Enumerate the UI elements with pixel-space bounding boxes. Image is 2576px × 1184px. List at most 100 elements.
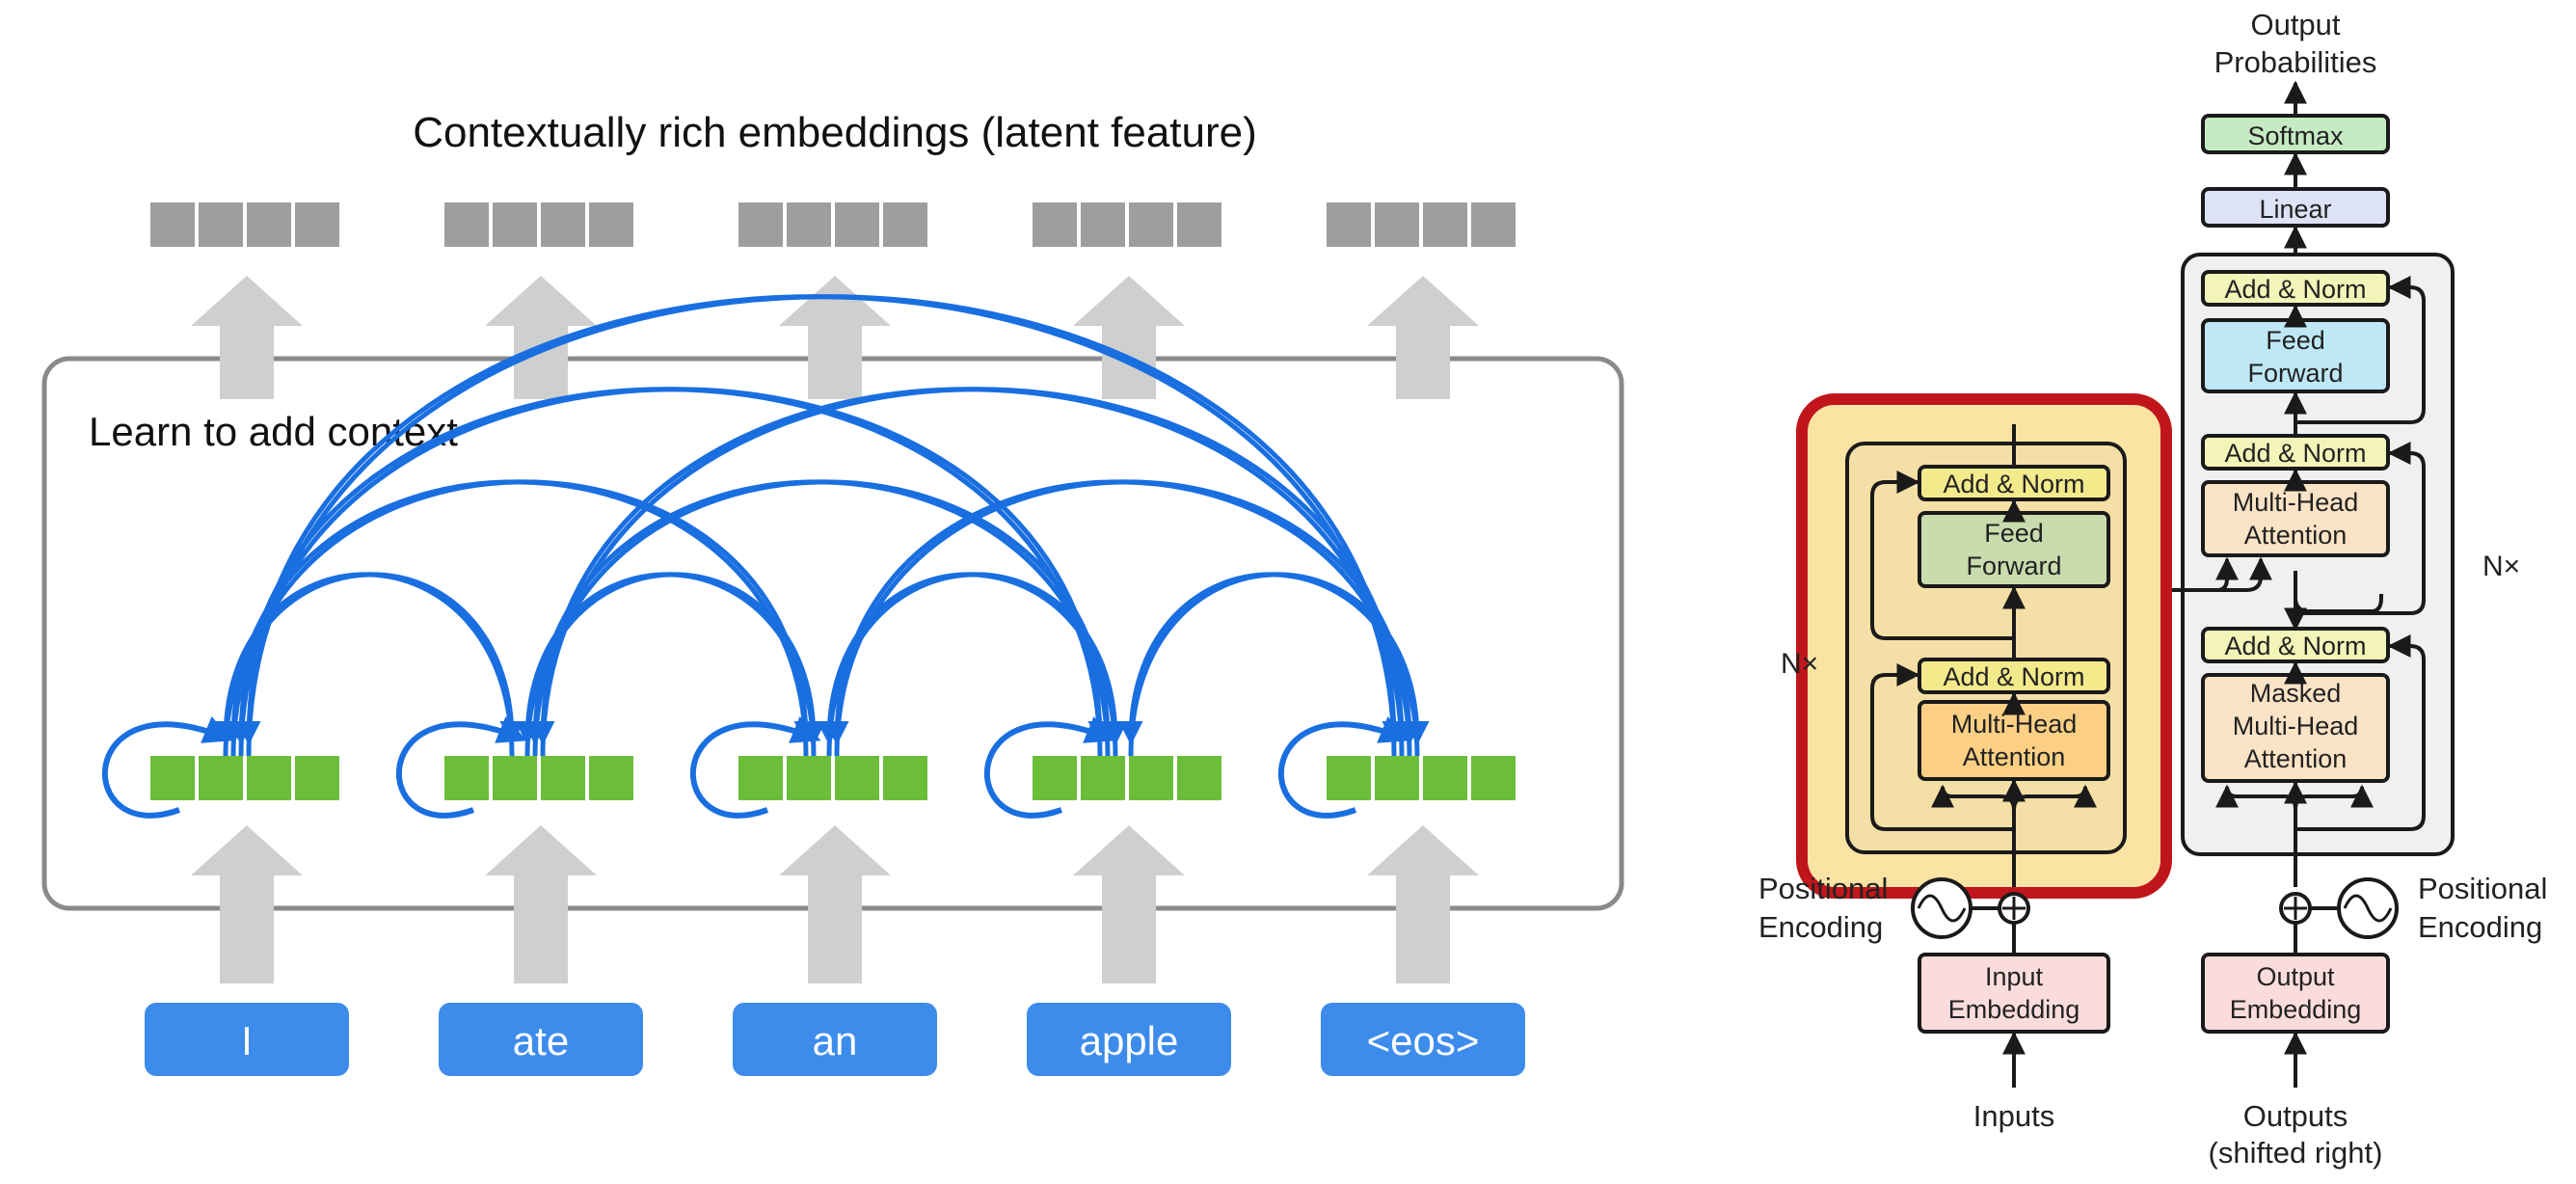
attention-arc <box>817 572 1118 757</box>
input-emb-label-2: Embedding <box>1948 995 2080 1024</box>
attention-arc <box>228 387 1103 757</box>
decoder-mha-label-1: Multi-Head <box>2233 488 2359 517</box>
token-label: an <box>813 1018 858 1063</box>
attention-arc <box>395 715 527 819</box>
up-arrow-top <box>779 276 891 399</box>
up-arrow-bottom <box>779 825 891 983</box>
gray-embedding-cell <box>1375 202 1419 247</box>
up-arrow-bottom <box>1367 825 1479 983</box>
attention-arc <box>515 572 817 757</box>
green-embedding-cell <box>541 756 585 800</box>
green-embedding-cell <box>199 756 243 800</box>
up-arrow-top <box>191 276 303 399</box>
green-embedding-cell <box>1471 756 1516 800</box>
softmax-label: Softmax <box>2247 121 2344 150</box>
decoder-masked-label-2: Multi-Head <box>2233 712 2359 740</box>
outputs-label-1: Outputs <box>2243 1099 2348 1133</box>
linear-label: Linear <box>2259 195 2331 224</box>
attention-arc <box>1277 715 1409 819</box>
up-arrow-bottom <box>485 825 597 983</box>
up-arrow-top <box>1367 276 1479 399</box>
encoder-ff-label-1: Feed <box>1984 519 2044 548</box>
token-pill <box>1027 1003 1231 1076</box>
gray-embedding-cell <box>1423 202 1467 247</box>
encoder-mha-label-2: Attention <box>1963 742 2066 771</box>
inputs-label: Inputs <box>1973 1099 2054 1133</box>
up-arrow-bottom <box>191 825 303 983</box>
green-embedding-cell <box>1033 756 1077 800</box>
gray-embedding-cell <box>295 202 339 247</box>
transformer-diagram: Output Probabilities Softmax Linear N× A… <box>1758 8 2547 1170</box>
output-emb-label-1: Output <box>2256 962 2335 991</box>
attention-arc <box>236 294 1397 757</box>
encoder-add-norm-bottom-label: Add & Norm <box>1943 662 2084 691</box>
green-embedding-cell <box>1327 756 1371 800</box>
output-label-2: Probabilities <box>2214 45 2377 79</box>
gray-embedding-cell <box>1177 202 1221 247</box>
green-embedding-cell <box>1375 756 1419 800</box>
gray-embedding-cell <box>1081 202 1125 247</box>
encoder-nx: N× <box>1781 648 1818 680</box>
decoder-ff-label-2: Forward <box>2247 359 2343 388</box>
green-embedding-cell <box>589 756 633 800</box>
up-arrows-bottom <box>191 825 1479 983</box>
encoder-mha-label-1: Multi-Head <box>1951 710 2078 739</box>
encoder-pos-enc-label-2: Encoding <box>1758 910 1883 944</box>
gray-embedding-cell <box>247 202 291 247</box>
up-arrow-bottom <box>1073 825 1185 983</box>
attention-arc <box>824 479 1412 757</box>
green-embedding-cell <box>738 756 783 800</box>
token-pill <box>145 1003 349 1076</box>
green-embedding-cell <box>883 756 927 800</box>
gray-embedding-cell <box>1471 202 1516 247</box>
attention-arc <box>1118 572 1420 757</box>
green-embedding-cell <box>1177 756 1221 800</box>
gray-embedding-cell <box>883 202 927 247</box>
decoder-nx: N× <box>2482 551 2520 582</box>
token-label: apple <box>1080 1018 1179 1063</box>
gray-embedding-cell <box>589 202 633 247</box>
gray-embedding-cell <box>738 202 783 247</box>
encoder-add-norm-top-label: Add & Norm <box>1943 470 2084 498</box>
green-embedding-cell <box>1423 756 1467 800</box>
output-label-1: Output <box>2250 8 2340 41</box>
green-embedding-cell <box>150 756 195 800</box>
token-label: ate <box>513 1018 569 1063</box>
green-embedding-cell <box>247 756 291 800</box>
gray-embedding-cell <box>150 202 195 247</box>
embeddings-title: Contextually rich embeddings (latent fea… <box>413 109 1257 156</box>
gray-embedding-cell <box>1327 202 1371 247</box>
outputs-label-2: (shifted right) <box>2209 1136 2383 1170</box>
gray-embedding-cell <box>444 202 489 247</box>
attention-arcs <box>101 294 1430 819</box>
green-embedding-cell <box>444 756 489 800</box>
token-pill <box>1321 1003 1525 1076</box>
decoder-pos-enc-label-1: Positional <box>2418 872 2547 905</box>
decoder-add-norm-3-label: Add & Norm <box>2224 632 2366 660</box>
decoder-pos-enc-label-2: Encoding <box>2418 910 2542 944</box>
token-pill <box>439 1003 643 1076</box>
attention-arc <box>530 387 1405 757</box>
attention-arc <box>983 715 1115 819</box>
attention-arc <box>101 715 233 819</box>
encoder-pos-enc-label-1: Positional <box>1758 872 1888 905</box>
token-label: <eos> <box>1367 1018 1480 1063</box>
green-embedding-cell <box>493 756 537 800</box>
gray-embedding-cell <box>835 202 879 247</box>
green-embedding-cell <box>835 756 879 800</box>
decoder-ff-label-1: Feed <box>2266 326 2325 355</box>
gray-embedding-cell <box>541 202 585 247</box>
gray-embedding-cell <box>199 202 243 247</box>
encoder-ff-label-2: Forward <box>1966 552 2061 580</box>
green-embedding-cell <box>295 756 339 800</box>
green-embedding-cell <box>1129 756 1173 800</box>
output-emb-label-2: Embedding <box>2230 995 2362 1024</box>
decoder-masked-label-3: Attention <box>2244 744 2348 773</box>
attention-arc <box>213 572 515 757</box>
gray-embedding-cell <box>493 202 537 247</box>
decoder-masked-label-1: Masked <box>2250 679 2342 708</box>
up-arrow-top <box>1073 276 1185 399</box>
green-embeddings <box>150 756 1516 800</box>
decoder-add-norm-2-label: Add & Norm <box>2224 439 2366 468</box>
